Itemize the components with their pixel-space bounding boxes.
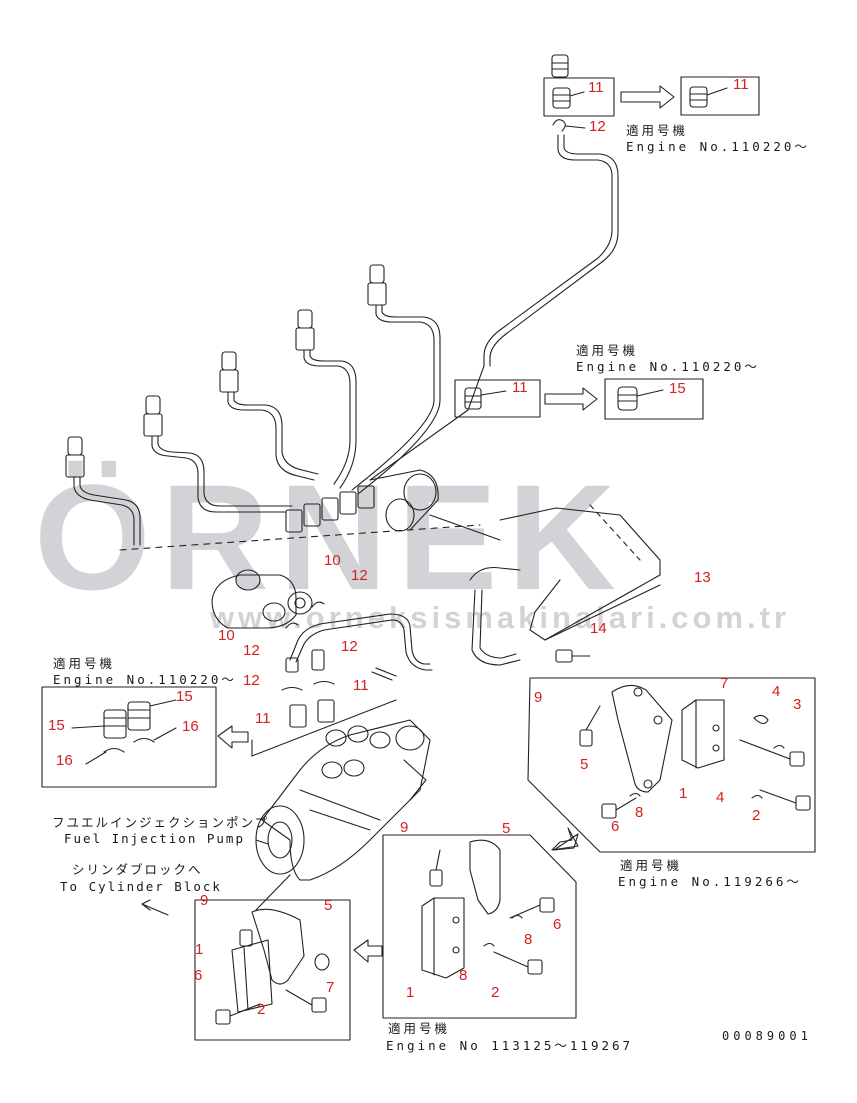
note-bracket-right-en: Engine No.119266～ — [618, 874, 802, 889]
note-top-right-en: Engine No.110220～ — [626, 139, 810, 154]
return-pipe-fittings — [211, 569, 433, 691]
callout-9: 9 — [200, 892, 209, 909]
callout-12: 12 — [243, 642, 260, 659]
watermark-brand: ÖRNEK — [34, 453, 626, 621]
watermark-url: www.orneksismakinalari.com.tr — [210, 600, 791, 635]
callout-12: 12 — [589, 118, 606, 135]
callout-16: 16 — [56, 752, 73, 769]
callout-12: 12 — [351, 567, 368, 584]
callout-4: 4 — [716, 789, 725, 806]
block-label-jp: シリンダブロックへ — [72, 862, 203, 877]
callout-2: 2 — [257, 1001, 266, 1018]
injection-pipes — [65, 264, 485, 546]
callout-10: 10 — [324, 552, 341, 569]
callout-7: 7 — [326, 979, 335, 996]
delivery-valve-block — [119, 469, 501, 551]
callout-15: 15 — [176, 688, 193, 705]
overflow-valve-detail — [41, 686, 397, 788]
callout-7: 7 — [720, 675, 729, 692]
drawing-number: 00089001 — [722, 1029, 812, 1043]
callout-5: 5 — [324, 897, 333, 914]
callout-16: 16 — [182, 718, 199, 735]
note-left-jp: 適用号機 — [53, 656, 116, 671]
callout-5: 5 — [502, 820, 511, 837]
fuel-injection-pump — [255, 719, 431, 881]
callout-6: 6 — [611, 818, 620, 835]
callout-11: 11 — [255, 710, 271, 727]
callout-5: 5 — [580, 756, 589, 773]
callout-2: 2 — [752, 807, 761, 824]
callout-8: 8 — [459, 967, 468, 984]
callout-10: 10 — [218, 627, 235, 644]
nozzle-holder-detail-top — [483, 54, 760, 367]
callout-9: 9 — [534, 689, 543, 706]
callout-4: 4 — [772, 683, 781, 700]
callout-11: 11 — [733, 76, 749, 93]
note-bracket-right-jp: 適用号機 — [620, 858, 683, 873]
callout-11: 11 — [588, 79, 604, 96]
callout-9: 9 — [400, 819, 409, 836]
note-top-right-jp: 適用号機 — [626, 123, 689, 138]
bracket-detail-left — [141, 874, 383, 1041]
bracket-detail-right — [527, 677, 816, 853]
nozzle-holder-detail-middle — [454, 378, 704, 420]
note-bracket-bottom-jp: 適用号機 — [388, 1021, 451, 1036]
block-label-en: To Cylinder Block — [60, 879, 222, 894]
callout-1: 1 — [406, 984, 415, 1001]
pipe-clamp-bracket — [469, 504, 661, 666]
note-bracket-bottom-en: Engine No 113125～119267 — [386, 1038, 634, 1053]
callout-6: 6 — [194, 967, 203, 984]
callout-1: 1 — [679, 785, 688, 802]
pump-label-en: Fuel Injection Pump — [64, 831, 245, 846]
callout-11: 11 — [512, 379, 528, 396]
bracket-detail-bottom — [382, 834, 577, 1019]
callout-14: 14 — [590, 620, 607, 637]
callout-3: 3 — [793, 696, 802, 713]
callout-6: 6 — [553, 916, 562, 933]
callout-15: 15 — [669, 380, 686, 397]
note-middle-right-en: Engine No.110220～ — [576, 359, 760, 374]
callout-15: 15 — [48, 717, 65, 734]
callout-8: 8 — [635, 804, 644, 821]
callout-8: 8 — [524, 931, 533, 948]
callout-12: 12 — [341, 638, 358, 655]
pump-label-jp: フユエルインジェクションポンプ — [52, 815, 270, 830]
callout-11: 11 — [353, 677, 369, 694]
note-middle-right-jp: 適用号機 — [576, 343, 639, 358]
callout-1: 1 — [195, 941, 204, 958]
callout-12: 12 — [243, 672, 260, 689]
note-left-en: Engine No.110220～ — [53, 672, 237, 687]
callout-2: 2 — [491, 984, 500, 1001]
callout-13: 13 — [694, 569, 711, 586]
